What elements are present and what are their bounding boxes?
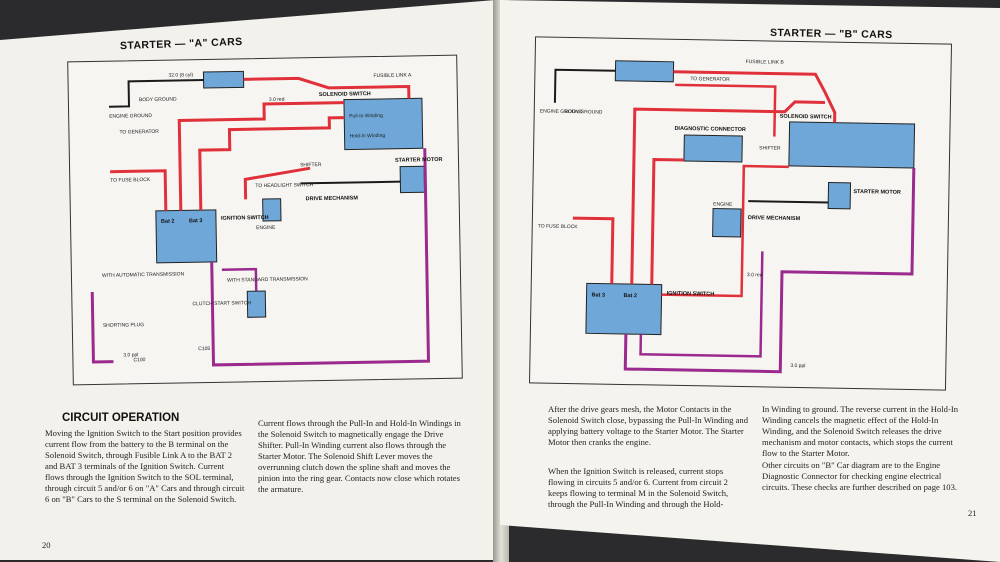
label-to-generator: TO GENERATOR — [690, 76, 730, 83]
right-column-1a-text: After the drive gears mesh, the Motor Co… — [548, 404, 749, 447]
label-to-generator: TO GENERATOR — [119, 129, 159, 136]
label-fusible-link: FUSIBLE LINK B — [746, 59, 785, 66]
label-wire-ppl: 3.0 ppl — [123, 352, 138, 358]
engine-block — [262, 198, 282, 222]
label-pull-in: Pull-In Winding — [349, 113, 383, 120]
purple-wire-diag — [639, 251, 764, 358]
red-wire-fuse-block — [110, 169, 168, 211]
label-body-ground: BODY GROUND — [565, 109, 603, 116]
label-engine-ground: ENGINE GROUND — [540, 108, 583, 115]
red-wire-gen — [675, 83, 777, 137]
red-wire-fusible — [177, 101, 344, 211]
label-drive-mechanism: DRIVE MECHANISM — [748, 215, 801, 222]
purple-wire-start — [623, 167, 916, 374]
black-wire-ground — [553, 68, 616, 103]
red-wire-fuse-block — [572, 216, 615, 284]
right-page: STARTER — "B" CARS ENGINE GROUND BODY G — [500, 0, 1000, 562]
label-shifter: SHIFTER — [300, 162, 322, 168]
right-column-2a-text: In Winding to ground. The reverse curren… — [762, 404, 958, 458]
solenoid-switch-box — [343, 97, 424, 151]
diagnostic-connector — [683, 134, 743, 163]
right-column-2b-text: Other circuits on "B" Car diagram are to… — [762, 460, 958, 492]
label-bat2: Bat 2 — [623, 293, 637, 299]
red-wire-ign-sol — [661, 164, 789, 298]
label-wire-red: 3.0 red — [269, 97, 285, 103]
right-page-number: 21 — [968, 508, 977, 518]
red-wire-battery — [243, 76, 411, 99]
label-std-trans: WITH STANDARD TRANSMISSION — [227, 276, 308, 283]
purple-wire-shorting — [90, 292, 114, 364]
label-auto-trans: WITH AUTOMATIC TRANSMISSION — [102, 271, 185, 278]
left-page-title: STARTER — "A" CARS — [119, 35, 243, 53]
label-ignition-switch: IGNITION SWITCH — [221, 215, 269, 222]
label-wire-red: 3.0 red — [747, 272, 763, 278]
label-bat3: Bat 3 — [189, 218, 203, 224]
left-page: STARTER — "A" CARS — [0, 0, 500, 560]
black-wire-ground — [108, 79, 204, 108]
label-to-fuse-block: TO FUSE BLOCK — [110, 177, 151, 184]
label-bat3: Bat 3 — [591, 292, 605, 298]
circuit-operation-heading: CIRCUIT OPERATION — [62, 412, 180, 424]
label-engine: ENGINE — [256, 225, 276, 231]
battery — [614, 60, 675, 83]
right-diagram-svg: ENGINE GROUND BODY GROUND TO GENERATOR F… — [538, 59, 916, 374]
label-c100: C100 — [133, 357, 145, 363]
label-starter-motor: STARTER MOTOR — [853, 189, 901, 196]
solenoid-switch-box — [788, 121, 916, 169]
ignition-switch-box — [585, 282, 663, 336]
label-ignition-switch: IGNITION SWITCH — [667, 291, 715, 298]
red-wire-fusible — [630, 100, 825, 285]
drive-shaft — [300, 180, 401, 185]
left-wiring-diagram: ENGINE GROUND BODY GROUND TO GENERATOR T… — [67, 54, 463, 386]
label-solenoid: SOLENOID SWITCH — [780, 114, 832, 121]
red-wire-ign — [198, 116, 345, 211]
right-wiring-diagram: ENGINE GROUND BODY GROUND TO GENERATOR F… — [529, 36, 952, 391]
label-wire-blk: 32.0 (8 cyl) — [168, 72, 193, 78]
right-page-title: STARTER — "B" CARS — [769, 26, 893, 42]
label-hold-in: Hold-In Winding — [350, 133, 386, 140]
right-column-1b-text: When the Ignition Switch is released, cu… — [548, 466, 729, 509]
engine-block — [712, 208, 742, 238]
label-bat2: Bat 2 — [161, 219, 175, 225]
label-wire-ppl: 3.0 ppl — [790, 363, 805, 369]
battery — [202, 70, 245, 89]
label-shorting-plug: SHORTING PLUG — [103, 322, 145, 329]
drive-shaft — [748, 200, 829, 204]
ignition-switch-box — [155, 209, 218, 264]
label-drive-mechanism: DRIVE MECHANISM — [306, 195, 359, 202]
label-solenoid: SOLENOID SWITCH — [319, 91, 371, 98]
label-c105: C105 — [198, 346, 210, 352]
label-fusible-link: FUSIBLE LINK A — [373, 72, 412, 79]
label-to-headlight: TO HEADLIGHT SWITCH — [255, 182, 313, 189]
red-wire-battery — [673, 70, 837, 123]
label-body-ground: BODY GROUND — [139, 97, 177, 104]
label-clutch-start: CLUTCH START SWITCH — [192, 300, 251, 307]
left-column-1-text: Moving the Ignition Switch to the Start … — [45, 428, 245, 504]
purple-wire-clutch — [221, 267, 258, 292]
left-page-number: 20 — [42, 540, 51, 550]
label-starter-motor: STARTER MOTOR — [395, 157, 443, 164]
label-diagnostic: DIAGNOSTIC CONNECTOR — [674, 126, 746, 133]
label-shifter: SHIFTER — [759, 145, 781, 151]
red-wire-diag — [650, 157, 684, 285]
purple-wire-start — [210, 148, 431, 367]
label-to-fuse-block: TO FUSE BLOCK — [538, 223, 579, 230]
label-engine: ENGINE — [713, 202, 733, 208]
left-column-2-text: Current flows through the Pull-In and Ho… — [258, 418, 461, 494]
starter-motor — [399, 165, 426, 194]
label-engine-ground: ENGINE GROUND — [109, 113, 152, 120]
red-wire-headlight — [243, 166, 311, 200]
starter-motor — [827, 182, 852, 210]
left-diagram-svg: ENGINE GROUND BODY GROUND TO GENERATOR T… — [90, 70, 443, 367]
